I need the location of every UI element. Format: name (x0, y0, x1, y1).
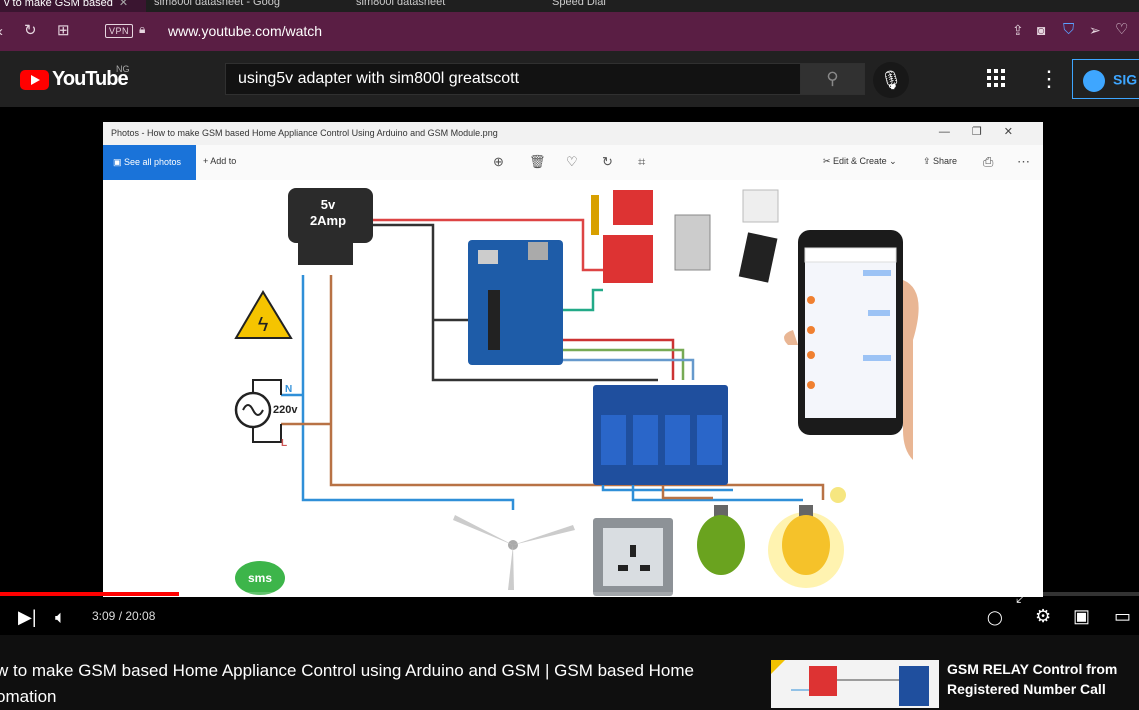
search-input[interactable]: using5v adapter with sim800l greatscott (225, 63, 801, 95)
sms-label: sms (248, 571, 272, 585)
url-field[interactable]: www.youtube.com/watch (168, 23, 323, 39)
live-label: L (281, 438, 287, 449)
more-vert-icon[interactable]: ⋮ (1038, 66, 1060, 91)
share-page-icon[interactable]: ⇪ (1012, 22, 1024, 38)
browser-tab-active[interactable]: v to make GSM based ✕ (0, 0, 146, 12)
add-to-button: + Add to (203, 156, 237, 166)
browser-tab[interactable]: sim800l datasheet - Goog (150, 0, 345, 12)
address-bar: ‹ ↻ ⊞ VPN 🔒︎ www.youtube.com/watch ⇪ ◙ ⛉… (0, 12, 1139, 51)
power-adapter (288, 188, 373, 243)
print-icon: ⎙ (983, 154, 994, 169)
gsm-module (613, 190, 653, 225)
edit-create-label: Edit & Create (833, 156, 887, 166)
ceiling-fan-icon (453, 515, 575, 590)
progress-bar[interactable] (0, 592, 1139, 596)
voltage-label: 220v (273, 404, 298, 416)
browser-tab[interactable]: Speed Dial (548, 0, 748, 12)
add-to-label: Add to (210, 156, 237, 166)
neutral-label: N (285, 384, 292, 395)
player-controls: ▶︎| 🔈︎ 3:09 / 20:08 ◯ ⤢ ⚙ ▣ ▭ (0, 589, 1139, 635)
photos-title: Photos - How to make GSM based Home Appl… (111, 128, 498, 138)
youtube-play-icon (20, 69, 49, 90)
rotate-icon: ↻ (602, 154, 613, 169)
watch-info: w to make GSM based Home Appliance Contr… (0, 635, 1139, 708)
video-player[interactable]: Photos - How to make GSM based Home Appl… (0, 107, 1139, 635)
bulb-on-icon (768, 505, 844, 588)
crop-icon: ⌗ (638, 154, 646, 169)
related-title-line: GSM RELAY Control from (947, 661, 1118, 677)
youtube-logo[interactable]: YouTube NG (20, 64, 130, 91)
video-title-line: omation (0, 687, 57, 706)
related-title-line: Registered Number Call (947, 681, 1106, 697)
share-button: ⇪ Share (923, 156, 958, 166)
settings-icon[interactable]: ⚙ (1035, 606, 1052, 626)
fullscreen-expand-icon[interactable]: ⤢ (1016, 589, 1028, 605)
camera-icon[interactable]: ◙ (1037, 22, 1046, 38)
see-all-label: See all photos (124, 157, 182, 167)
sms-badge (235, 561, 285, 595)
bulb-off-icon (697, 505, 745, 575)
window-controls: —❐✕ (938, 126, 1035, 138)
photos-toolbar: ▣ See all photos + Add to ⊕ 🗑︎ ♡ ↻ ⌗ ✂ E… (103, 145, 1043, 180)
tab-label: sim800l datasheet (356, 0, 446, 8)
favorite-icon: ♡ (566, 154, 578, 169)
lock-icon[interactable]: 🔒︎ (139, 22, 146, 36)
autoplay-toggle-icon[interactable]: ◯ (987, 609, 1003, 625)
signin-button[interactable]: SIG (1072, 59, 1139, 99)
related-video-title[interactable]: GSM RELAY Control from Registered Number… (947, 659, 1137, 699)
more-icon: ⋯ (1017, 154, 1030, 169)
related-video-thumbnail[interactable] (771, 660, 939, 708)
shield-icon[interactable]: ⛉ (1063, 21, 1075, 38)
edit-create-button: ✂ Edit & Create ⌄ (823, 156, 897, 166)
adapter-label-2: 2Amp (310, 213, 346, 228)
see-all-photos-button: ▣ See all photos (103, 145, 196, 180)
delete-icon: 🗑︎ (529, 154, 546, 169)
video-title: w to make GSM based Home Appliance Contr… (0, 658, 756, 710)
time-display: 3:09 / 20:08 (92, 609, 156, 623)
mic-icon: 🎙︎ (879, 70, 903, 90)
warning-icon (234, 290, 293, 339)
signin-label: SIG (1113, 71, 1138, 88)
circuit-diagram-image: 5v 2Amp ϟ N 220v L (234, 188, 919, 596)
send-icon[interactable]: ➢ (1089, 22, 1101, 38)
back-icon[interactable]: ‹ (0, 24, 3, 39)
apps-grid-icon[interactable] (987, 69, 1005, 92)
gsm-module (603, 235, 653, 283)
progress-played (0, 592, 179, 596)
account-icon (1083, 70, 1105, 92)
region-code: NG (116, 64, 130, 74)
browser-tab[interactable]: sim800l datasheet (352, 0, 542, 12)
next-icon[interactable]: ▶︎| (18, 607, 37, 627)
relay-module (593, 385, 728, 485)
tab-label: sim800l datasheet - Goog (154, 0, 280, 8)
video-title-line: w to make GSM based Home Appliance Contr… (0, 661, 694, 680)
close-icon[interactable]: ✕ (118, 0, 129, 9)
vpn-badge[interactable]: VPN (105, 24, 134, 38)
reload-icon[interactable]: ↻ (24, 22, 37, 39)
photos-titlebar: Photos - How to make GSM based Home Appl… (103, 122, 1043, 145)
volume-icon[interactable]: 🔈︎ (55, 607, 66, 627)
logo-text: YouTube (52, 68, 129, 90)
photos-app-window: Photos - How to make GSM based Home Appl… (103, 122, 1043, 597)
tabs-grid-icon[interactable]: ⊞ (57, 22, 70, 39)
youtube-header: YouTube NG using5v adapter with sim800l … (0, 51, 1139, 107)
mic-button[interactable]: 🎙︎ (873, 62, 909, 98)
tab-label: Speed Dial (552, 0, 606, 8)
search-button[interactable]: ⚲ (800, 63, 865, 95)
adapter-label-1: 5v (321, 197, 336, 212)
tab-label: v to make GSM based (4, 0, 113, 9)
heart-icon[interactable]: ♡ (1115, 21, 1129, 38)
search-icon: ⚲ (826, 69, 839, 88)
svg-text:ϟ: ϟ (258, 314, 269, 336)
zoom-icon: ⊕ (493, 154, 504, 169)
browser-tabstrip: v to make GSM based ✕ sim800l datasheet -… (0, 0, 1139, 12)
miniplayer-icon[interactable]: ▣ (1073, 606, 1091, 626)
theater-mode-icon[interactable]: ▭ (1114, 606, 1132, 626)
share-label: Share (933, 156, 958, 166)
